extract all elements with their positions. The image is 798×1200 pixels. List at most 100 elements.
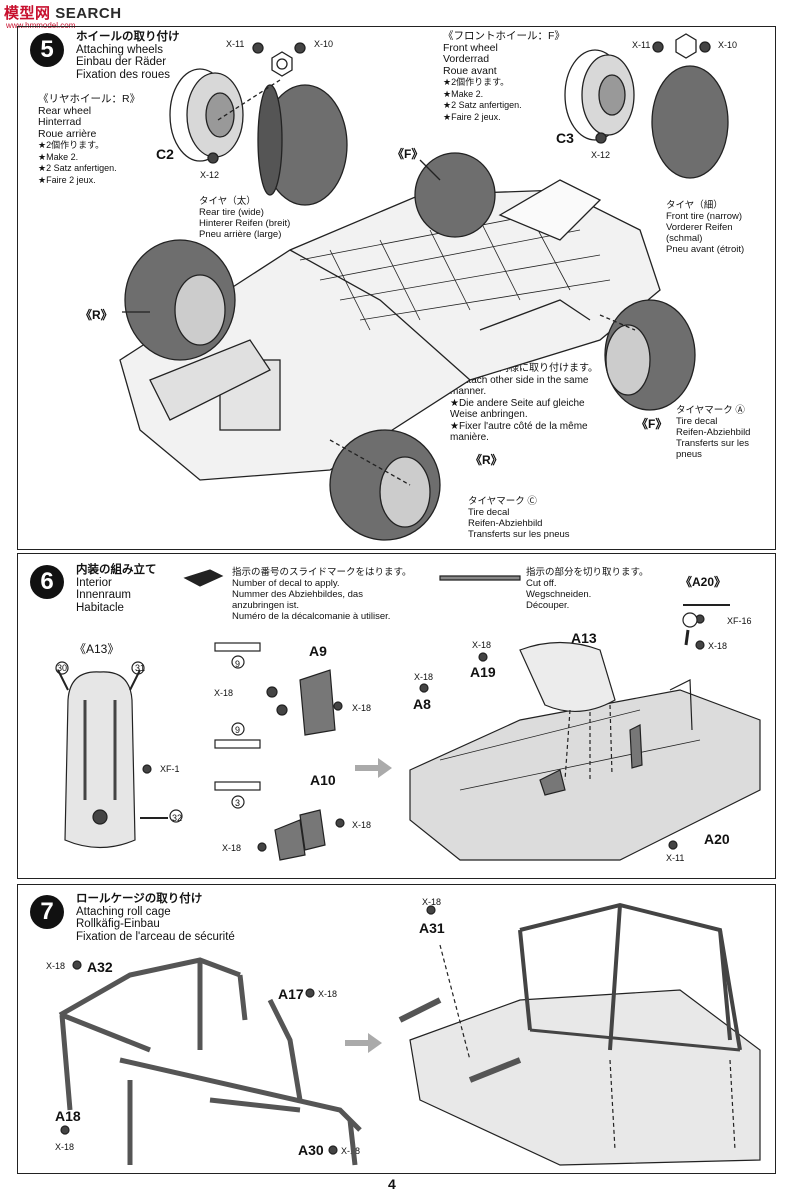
decal-a-line: Tire decal (676, 416, 718, 427)
rear-note-line: ★2個作ります。 (38, 140, 105, 150)
label-x18: X-18 (318, 989, 338, 999)
label-a10: A10 (310, 772, 336, 788)
label-x11: X-11 (632, 40, 651, 50)
label-c3: C3 (556, 130, 574, 146)
label-x18: X-18 (352, 820, 372, 830)
label-a17: A17 (278, 986, 304, 1002)
rear-note-line: ★2 Satz anfertigen. (38, 163, 117, 173)
label-x18: X-18 (341, 1146, 361, 1156)
cut-note-line: 指示の部分を切り取ります。 (526, 567, 649, 578)
step7-title-jp: ロールケージの取り付け (76, 893, 203, 905)
decal-note-line: Number of decal to apply. (232, 578, 340, 589)
rear-note-line: Rear wheel (38, 104, 92, 117)
front-note-line: ★Make 2. (443, 88, 484, 99)
decal-3: 3 (235, 798, 241, 808)
page-number: 4 (388, 1176, 396, 1192)
other-side-note: ★反対側も同様に取り付けます。 ★Attach other side in th… (450, 363, 598, 444)
decal-a-line: pneus (676, 449, 702, 460)
label-x18: X-18 (422, 897, 442, 907)
step7-title-de: Rollkäfig-Einbau (76, 918, 160, 930)
step6-title-de: Innenraum (76, 589, 131, 601)
step7-title: ロールケージの取り付け Attaching roll cage Rollkäfi… (76, 893, 235, 943)
rear-note-line: ★Make 2. (38, 151, 79, 162)
front-tire-line: Vorderer Reifen (666, 222, 733, 233)
tire-decal-a-note: タイヤマーク Ⓐ Tire decal Reifen-Abziehbild Tr… (676, 405, 750, 460)
rear-tire-line: Hinterer Reifen (breit) (199, 218, 291, 229)
rear-tire-line: Pneu arrière (large) (199, 229, 282, 240)
step5-title-fr: Fixation des roues (76, 68, 170, 81)
step5-title-de: Einbau der Räder (76, 56, 167, 68)
step5-frame (17, 26, 776, 550)
step5-title: ホイールの取り付け Attaching wheels Einbau der Rä… (76, 31, 180, 81)
step6-number: 6 (30, 565, 64, 599)
other-side-line: manner. (450, 386, 487, 397)
step6-title-en: Interior (76, 576, 112, 589)
watermark-label: SEARCH (55, 5, 122, 22)
step7-title-en: Attaching roll cage (76, 905, 171, 918)
other-side-line: Weise anbringen. (450, 409, 528, 420)
label-a20: A20 (704, 831, 730, 847)
step5-title-en: Attaching wheels (76, 43, 163, 56)
label-a18: A18 (55, 1108, 81, 1124)
label-a30: A30 (298, 1142, 324, 1158)
front-tire-line: (schmal) (666, 233, 703, 244)
rear-note-line: Hinterrad (38, 116, 82, 128)
label-c2: C2 (156, 146, 174, 162)
decal-c-line: Transferts sur les pneus (468, 529, 570, 540)
step6-frame (17, 553, 776, 879)
step7-frame (17, 884, 776, 1174)
label-x18: X-18 (708, 641, 728, 651)
label-a20-title: 《A20》 (680, 575, 727, 589)
label-x12: X-12 (200, 170, 220, 180)
front-wheel-note: 《フロントホイール：F》 Front wheel Vorderrad Roue … (443, 30, 565, 123)
decal-a-line: Transferts sur les (676, 438, 750, 449)
cut-note: 指示の部分を切り取ります。 Cut off. Wegschneiden. Déc… (526, 567, 649, 611)
front-note-line: Roue avant (443, 64, 497, 77)
front-tire-line: Front tire (narrow) (666, 211, 743, 222)
cut-note-line: Découper. (526, 600, 570, 611)
label-a32: A32 (87, 959, 113, 975)
other-side-line: ★反対側も同様に取り付けます。 (450, 363, 598, 374)
other-side-line: ★Fixer l'autre côté de la même (450, 420, 588, 432)
label-a19: A19 (470, 664, 496, 680)
front-tire-line: タイヤ（細） (666, 200, 723, 211)
decal-note-line: 指示の番号のスライドマークをはります。 (232, 567, 412, 578)
label-a31: A31 (419, 920, 445, 936)
cut-note-line: Wegschneiden. (526, 589, 592, 600)
decal-30: 30 (57, 663, 68, 673)
label-x18: X-18 (46, 961, 66, 971)
label-x11: X-11 (666, 853, 685, 863)
decal-a-line: タイヤマーク Ⓐ (676, 405, 745, 416)
watermark: 模型网 SEARCH (4, 2, 122, 23)
decal-c-line: Tire decal (468, 507, 510, 518)
rear-tire-line: Rear tire (wide) (199, 207, 264, 218)
label-x18: X-18 (55, 1142, 75, 1152)
front-tire-line: Pneu avant (étroit) (666, 244, 745, 255)
front-note-line: Vorderrad (443, 53, 490, 65)
label-x18: X-18 (414, 672, 434, 682)
step5-number: 5 (30, 33, 64, 67)
front-note-line: Front wheel (443, 41, 498, 54)
front-note-line: ★Faire 2 jeux. (443, 111, 501, 122)
label-xf1: XF-1 (160, 764, 180, 774)
step5-title-jp: ホイールの取り付け (76, 31, 180, 43)
decal-c-line: Reifen-Abziehbild (468, 518, 543, 529)
decal-a-line: Reifen-Abziehbild (676, 427, 751, 438)
decal-note-line: anzubringen ist. (232, 600, 300, 611)
step7-number: 7 (30, 895, 64, 929)
front-tire-note: タイヤ（細） Front tire (narrow) Vorderer Reif… (666, 200, 744, 255)
rear-note-line: 《リヤホイール：R》 (38, 93, 141, 105)
decal-9: 9 (235, 725, 241, 735)
front-note-line: ★2 Satz anfertigen. (443, 100, 522, 110)
decal-note-line: Nummer des Abziehbildes, das (232, 589, 363, 600)
rear-note-line: Roue arrière (38, 127, 97, 140)
decal-9: 9 (235, 659, 241, 669)
watermark-brand: 模型网 (4, 5, 51, 22)
label-x18: X-18 (352, 703, 372, 713)
other-side-line: manière. (450, 432, 489, 443)
label-x12: X-12 (591, 150, 611, 160)
step7-title-fr: Fixation de l'arceau de sécurité (76, 930, 235, 943)
